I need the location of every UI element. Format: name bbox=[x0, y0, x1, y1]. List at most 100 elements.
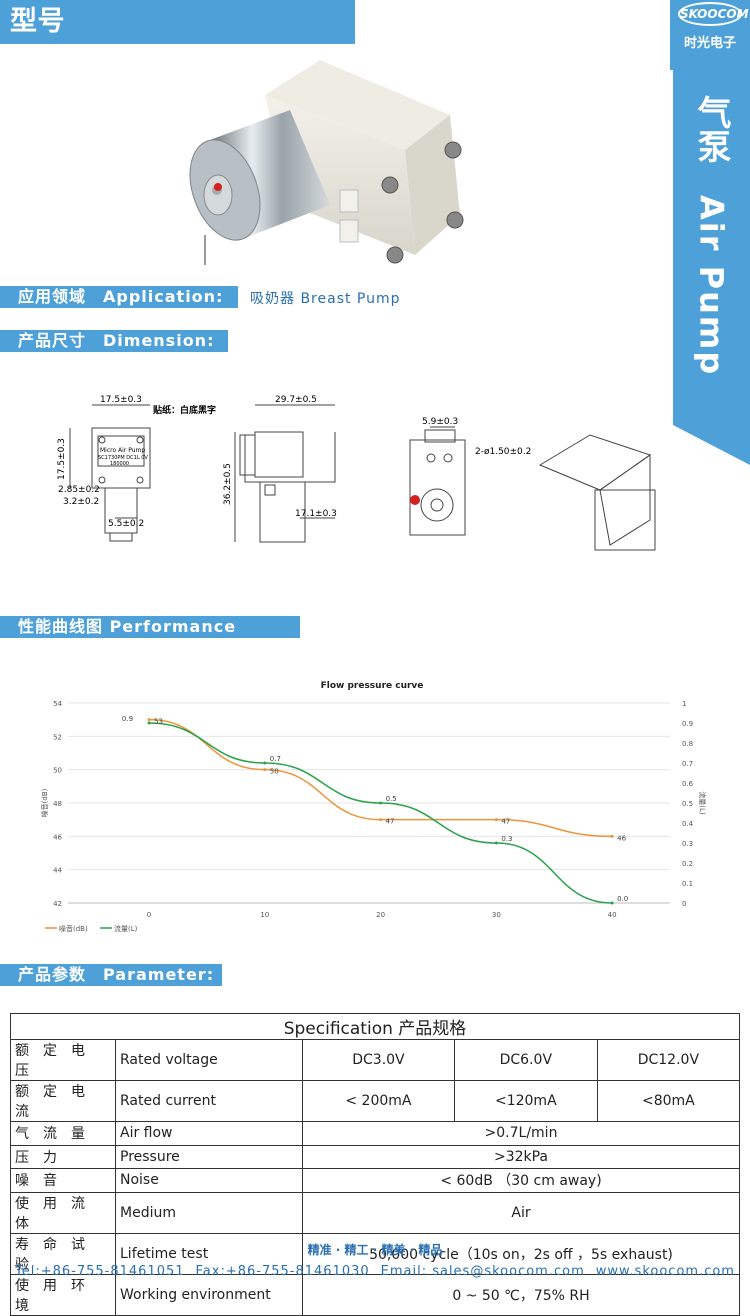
data-label: 47 bbox=[386, 818, 395, 826]
spec-label-en: Medium bbox=[115, 1191, 303, 1234]
dim-front-width: 17.5±0.3 bbox=[100, 395, 142, 405]
data-label: 0.3 bbox=[501, 835, 512, 843]
data-label: 46 bbox=[617, 834, 626, 842]
spec-label-cn: 额定电流 bbox=[10, 1080, 116, 1122]
spec-table-title: Specification 产品规格 bbox=[10, 1013, 740, 1040]
dim-side-height: 36.2±0.5 bbox=[223, 463, 233, 505]
slogan: 精准 · 精工 · 精美 · 精品 bbox=[307, 1243, 443, 1257]
y-right-axis-title: 流量(L) bbox=[698, 791, 707, 815]
data-label: 0.9 bbox=[122, 715, 133, 723]
spec-value: < 60dB （30 cm away) bbox=[302, 1168, 740, 1193]
y-left-tick-label: 52 bbox=[53, 733, 62, 741]
y-right-tick-label: 0.1 bbox=[682, 880, 693, 888]
data-label: 53 bbox=[154, 718, 163, 726]
sticker-line2: SC1730PM DC1L 0V bbox=[98, 455, 148, 461]
logo-cn-name: 时光电子 bbox=[683, 36, 736, 51]
dim-nozzle-dia: 2-ø1.50±0.2 bbox=[475, 447, 531, 457]
legend-label: 流量(L) bbox=[114, 924, 138, 933]
dimension-heading: 产品尺寸 Dimension: bbox=[0, 330, 228, 352]
spec-label-cn: 使用流体 bbox=[10, 1191, 116, 1234]
spec-label-cn: 气流量 bbox=[10, 1121, 116, 1146]
application-value: 吸奶器 Breast Pump bbox=[250, 291, 401, 307]
data-label: 0.0 bbox=[617, 895, 628, 903]
series-line-flow bbox=[149, 722, 613, 904]
spec-label-en: Rated voltage bbox=[115, 1039, 303, 1081]
y-left-axis-title: 噪音(dB) bbox=[40, 788, 49, 817]
spec-value: 50,000 cycle（10s on，2s off ，5s exhaust) bbox=[302, 1232, 740, 1275]
model-title: 型号Model:SC2401XPM bbox=[0, 0, 355, 81]
data-point bbox=[494, 841, 498, 845]
y-right-tick-label: 0.4 bbox=[682, 820, 694, 828]
x-tick-label: 40 bbox=[608, 911, 617, 919]
dim-pitch: 5.5±0.2 bbox=[108, 519, 144, 529]
y-left-tick-label: 54 bbox=[53, 700, 62, 708]
y-right-tick-label: 0.5 bbox=[682, 800, 693, 808]
data-label: 47 bbox=[501, 818, 510, 826]
dim-offset-b: 3.2±0.2 bbox=[63, 497, 99, 507]
y-left-tick-label: 42 bbox=[53, 900, 62, 908]
data-point bbox=[610, 834, 614, 838]
dim-side-width: 29.7±0.5 bbox=[275, 395, 317, 405]
spec-value: >0.7L/min bbox=[302, 1121, 740, 1146]
y-right-tick-label: 0.9 bbox=[682, 720, 693, 728]
side-title-cn: 气泵 bbox=[691, 95, 731, 163]
phone-number: Tel:+86-755-81461051 bbox=[15, 1264, 185, 1279]
fax-number: Fax:+86-755-81461030 bbox=[195, 1264, 370, 1279]
spec-value: DC3.0V bbox=[302, 1039, 455, 1081]
parameter-heading: 产品参数 Parameter: bbox=[0, 964, 222, 986]
data-point bbox=[263, 768, 267, 772]
spec-label-en: Noise bbox=[115, 1168, 303, 1193]
spec-value: DC12.0V bbox=[596, 1039, 741, 1081]
application-heading: 应用领域 Application: bbox=[0, 286, 238, 308]
side-title-en: Air Pump bbox=[692, 195, 731, 377]
spec-label-en: Air flow bbox=[115, 1121, 303, 1146]
y-left-tick-label: 46 bbox=[53, 833, 62, 841]
pump-product-image bbox=[189, 60, 464, 265]
y-left-tick-label: 50 bbox=[53, 767, 62, 775]
spec-label-en: Rated current bbox=[115, 1080, 303, 1122]
spec-value: < 200mA bbox=[302, 1080, 455, 1122]
data-point bbox=[379, 818, 383, 822]
spec-label-cn: 压力 bbox=[10, 1144, 116, 1169]
spec-label-en: Lifetime test bbox=[115, 1232, 303, 1275]
spec-value: DC6.0V bbox=[453, 1039, 598, 1081]
spec-label-en: Working environment bbox=[115, 1273, 303, 1316]
data-point bbox=[147, 721, 151, 725]
side-banner bbox=[673, 70, 750, 465]
data-label: 0.7 bbox=[270, 755, 281, 763]
sticker-line3: 180000 bbox=[110, 461, 129, 467]
spec-value: >32kPa bbox=[302, 1144, 740, 1169]
legend-label: 噪音(dB) bbox=[59, 924, 88, 933]
y-right-tick-label: 0.6 bbox=[682, 780, 694, 788]
spec-value: Air bbox=[302, 1191, 740, 1234]
spec-label-cn: 额定电压 bbox=[10, 1039, 116, 1081]
spec-value: 0 ~ 50 ℃，75% RH bbox=[302, 1273, 740, 1316]
email-address[interactable]: Email: sales@skoocom.com bbox=[380, 1264, 585, 1279]
y-right-tick-label: 0 bbox=[682, 900, 686, 908]
series-line-noise bbox=[149, 718, 613, 838]
data-point bbox=[379, 801, 383, 805]
x-tick-label: 30 bbox=[492, 911, 501, 919]
dim-nozzle-pitch: 5.9±0.3 bbox=[422, 417, 458, 427]
y-left-tick-label: 48 bbox=[53, 800, 62, 808]
website-link[interactable]: www.skoocom.com bbox=[595, 1264, 735, 1279]
data-point bbox=[494, 818, 498, 822]
data-point bbox=[147, 718, 151, 722]
data-label: 50 bbox=[270, 768, 279, 776]
x-tick-label: 0 bbox=[147, 911, 151, 919]
sticker-line1: Micro Air Pump bbox=[100, 447, 145, 454]
y-right-tick-label: 1 bbox=[682, 700, 686, 708]
y-right-tick-label: 0.8 bbox=[682, 740, 693, 748]
performance-heading: 性能曲线图 Performance curve: bbox=[0, 616, 300, 658]
logo-mark: SKOOCOM bbox=[678, 2, 749, 26]
y-right-tick-label: 0.2 bbox=[682, 860, 693, 868]
brand-logo: SKOOCOM 时光电子 bbox=[670, 0, 750, 70]
dim-front-height: 17.5±0.3 bbox=[57, 438, 67, 480]
dim-offset-a: 2.85±0.2 bbox=[58, 485, 100, 495]
